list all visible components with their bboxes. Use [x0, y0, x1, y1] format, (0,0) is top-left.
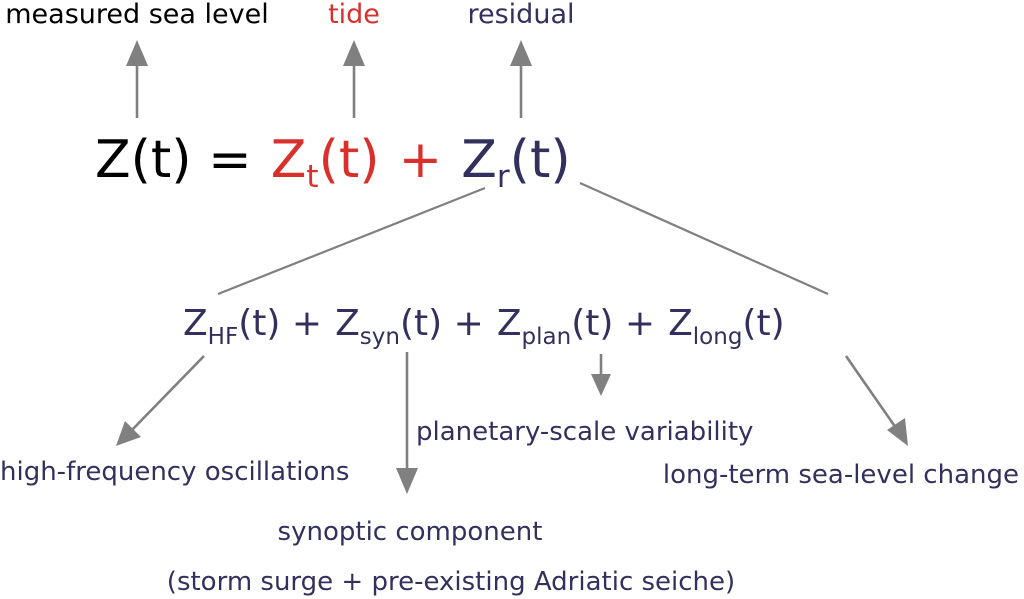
label-measured-sea-level: measured sea level	[5, 0, 269, 30]
hf-term-argument: (t) +	[238, 303, 322, 344]
residual-term-base: Z	[461, 130, 497, 190]
tide-term-subscript: t	[306, 159, 318, 195]
equation-lhs: Z(t) =	[95, 130, 252, 190]
desc-long-term: long-term sea-level change	[663, 460, 1019, 490]
long-term-base: Z	[668, 303, 693, 344]
syn-term-argument: (t) +	[400, 303, 484, 344]
hf-term-subscript: HF	[208, 324, 239, 350]
arrow-measured	[126, 40, 148, 118]
arrow-planetary	[591, 354, 611, 396]
arrow-long-term	[844, 355, 908, 446]
main-equation: Z(t) = Zt(t) + Zr(t)	[95, 130, 571, 195]
long-term-argument: (t)	[742, 303, 784, 344]
desc-high-frequency: high-frequency oscillations	[0, 457, 349, 487]
plan-term-subscript: plan	[522, 324, 572, 350]
plan-term-base: Z	[497, 303, 522, 344]
decomposition-equation: ZHF(t) + Zsyn(t) + Zplan(t) + Zlong(t)	[183, 303, 785, 350]
tide-term-argument: (t)	[319, 130, 380, 190]
arrow-high-frequency	[116, 355, 205, 446]
arrow-tide	[343, 40, 365, 118]
hf-term-base: Z	[183, 303, 208, 344]
connector-left	[217, 186, 486, 296]
arrow-synoptic	[396, 352, 418, 494]
plan-term-argument: (t) +	[571, 303, 655, 344]
desc-synoptic-detail: (storm surge + pre-existing Adriatic sei…	[167, 567, 735, 597]
syn-term-base: Z	[335, 303, 360, 344]
connector-right	[579, 181, 829, 296]
residual-term-argument: (t)	[510, 130, 571, 190]
tide-term-base: Z	[271, 130, 307, 190]
desc-synoptic: synoptic component	[278, 517, 543, 547]
residual-term-subscript: r	[497, 159, 510, 195]
desc-planetary: planetary-scale variability	[416, 417, 753, 447]
arrow-residual	[510, 40, 532, 118]
syn-term-subscript: syn	[360, 324, 400, 350]
label-residual: residual	[468, 0, 575, 30]
label-tide: tide	[328, 0, 380, 30]
long-term-subscript: long	[693, 324, 743, 350]
plus-sign: +	[399, 130, 443, 190]
